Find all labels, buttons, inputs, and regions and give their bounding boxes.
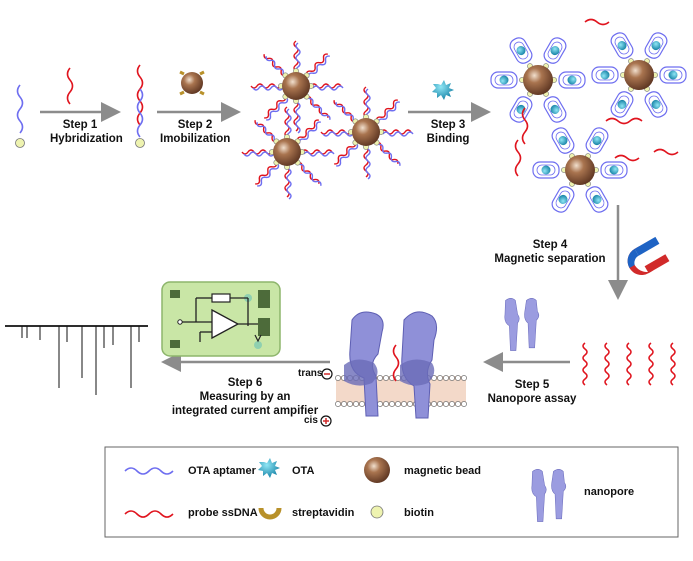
cis-label: cis — [304, 415, 318, 426]
legend-nanopore-swatch — [531, 469, 567, 522]
legend-ota-swatch — [258, 458, 280, 478]
released-probes-top — [514, 18, 679, 177]
ota-molecule — [432, 80, 454, 100]
current-trace — [5, 325, 148, 395]
legend-probe-swatch — [124, 510, 174, 518]
cis-plus-icon — [320, 415, 332, 427]
bead-with-streptavidin — [179, 70, 205, 96]
legend-streptavidin: streptavidin — [292, 507, 355, 519]
legend-biotin-swatch — [370, 505, 384, 519]
translocating-probe — [392, 344, 400, 382]
free-probe-ssdna — [66, 67, 74, 105]
legend-ota-aptamer: OTA aptamer — [188, 465, 256, 477]
legend-biotin: biotin — [404, 507, 434, 519]
nanopore-small — [504, 298, 540, 351]
hybridized-duplex — [135, 64, 145, 148]
trans-minus-icon — [321, 368, 333, 380]
trans-label: trans — [298, 368, 323, 379]
legend-magnetic-bead: magnetic bead — [404, 465, 482, 477]
legend-box — [104, 446, 679, 538]
legend-nanopore: nanopore — [584, 486, 635, 498]
magnet-icon — [627, 236, 670, 275]
legend-aptamer-swatch — [124, 467, 174, 475]
legend-probe-ssdna: probe ssDNA — [188, 507, 258, 519]
legend-streptavidin-swatch — [258, 507, 282, 520]
nanopore-large — [344, 311, 438, 419]
separated-probe-ssdna — [582, 342, 676, 386]
legend-bead-swatch — [364, 457, 390, 483]
bead-probe-conjugates — [241, 40, 414, 200]
free-aptamer — [15, 84, 25, 148]
legend-ota: OTA — [292, 465, 315, 477]
bead-aptamer-ota-complexes — [490, 32, 687, 213]
amplifier-circuit-board — [161, 281, 281, 357]
